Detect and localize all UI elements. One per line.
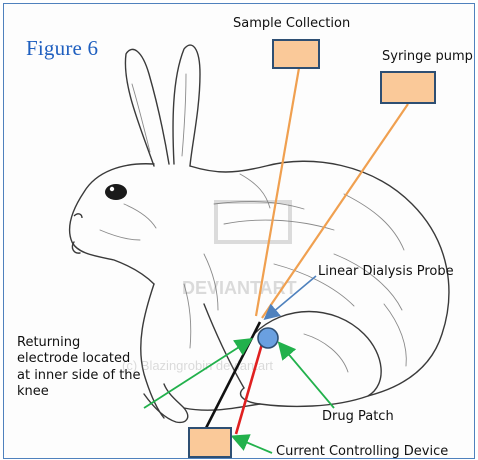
sample-collection-box xyxy=(272,39,320,69)
syringe-pump-box xyxy=(380,71,436,104)
figure-title: Figure 6 xyxy=(26,36,98,61)
syringe-pump-tube xyxy=(262,104,408,318)
current-device-arrow xyxy=(234,437,272,453)
rabbit-eye xyxy=(105,184,127,200)
drug-patch-label: Drug Patch xyxy=(322,410,394,424)
rabbit-left-ear xyxy=(125,49,169,166)
drug-patch-arrow xyxy=(280,344,334,408)
sample-collection-label: Sample Collection xyxy=(233,17,350,31)
current-controlling-device-box xyxy=(188,427,232,458)
current-controlling-device-label: Current Controlling Device xyxy=(276,445,448,459)
syringe-pump-label: Syringe pump xyxy=(382,50,473,64)
returning-electrode-label: Returning electrode located at inner sid… xyxy=(17,335,145,400)
rabbit-belly xyxy=(204,304,244,388)
drug-patch-marker xyxy=(258,328,278,348)
rabbit-head xyxy=(70,164,154,284)
linear-dialysis-probe-label: Linear Dialysis Probe xyxy=(318,265,454,279)
rabbit-right-ear xyxy=(173,45,200,166)
watermark-brand: DEVIANTART xyxy=(182,278,297,298)
figure-frame: DEVIANTART (c) Blazingrobin deviantart xyxy=(3,3,475,459)
